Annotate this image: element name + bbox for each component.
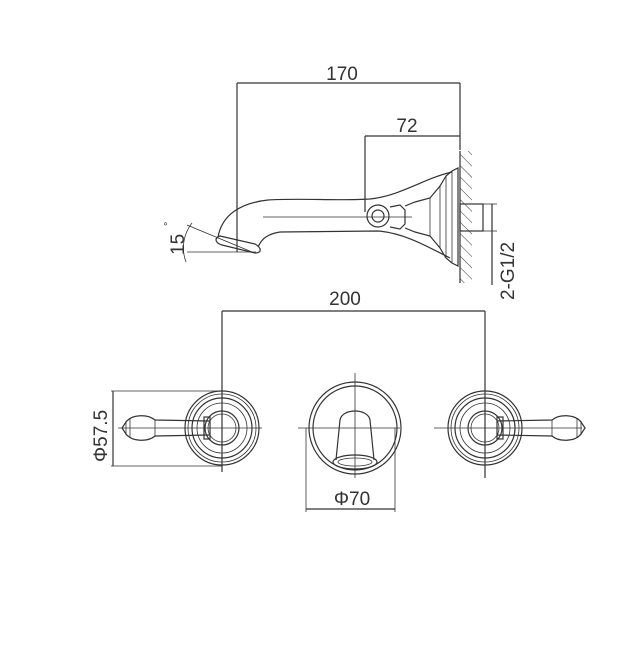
- spout-side: [215, 167, 484, 267]
- right-handle: [434, 390, 586, 466]
- angle-label: 15: [168, 234, 189, 255]
- dimension-72: 72: [364, 116, 460, 212]
- degree-symbol: °: [163, 222, 175, 226]
- dimension-70: Φ70: [305, 428, 396, 512]
- dimension-72-label: 72: [396, 116, 417, 137]
- dimension-200: 200: [221, 289, 486, 478]
- connection-label: 2-G1/2: [498, 242, 519, 300]
- angle-15: 15 °: [163, 222, 256, 263]
- dimension-57-5-label: Φ57.5: [91, 410, 112, 462]
- wall-hatch: [459, 151, 472, 283]
- side-view: 170 72 2: [163, 64, 519, 300]
- dimension-170: 170: [236, 64, 461, 252]
- dimension-200-label: 200: [329, 289, 361, 310]
- dimension-57-5: Φ57.5: [91, 390, 222, 467]
- left-handle: [118, 390, 262, 466]
- dimension-g12: 2-G1/2: [483, 203, 519, 300]
- front-view: 200 Φ57.5: [91, 289, 586, 512]
- dimension-70-label: Φ70: [334, 489, 370, 510]
- dimension-170-label: 170: [326, 64, 358, 85]
- spout-escutcheon: [298, 373, 402, 478]
